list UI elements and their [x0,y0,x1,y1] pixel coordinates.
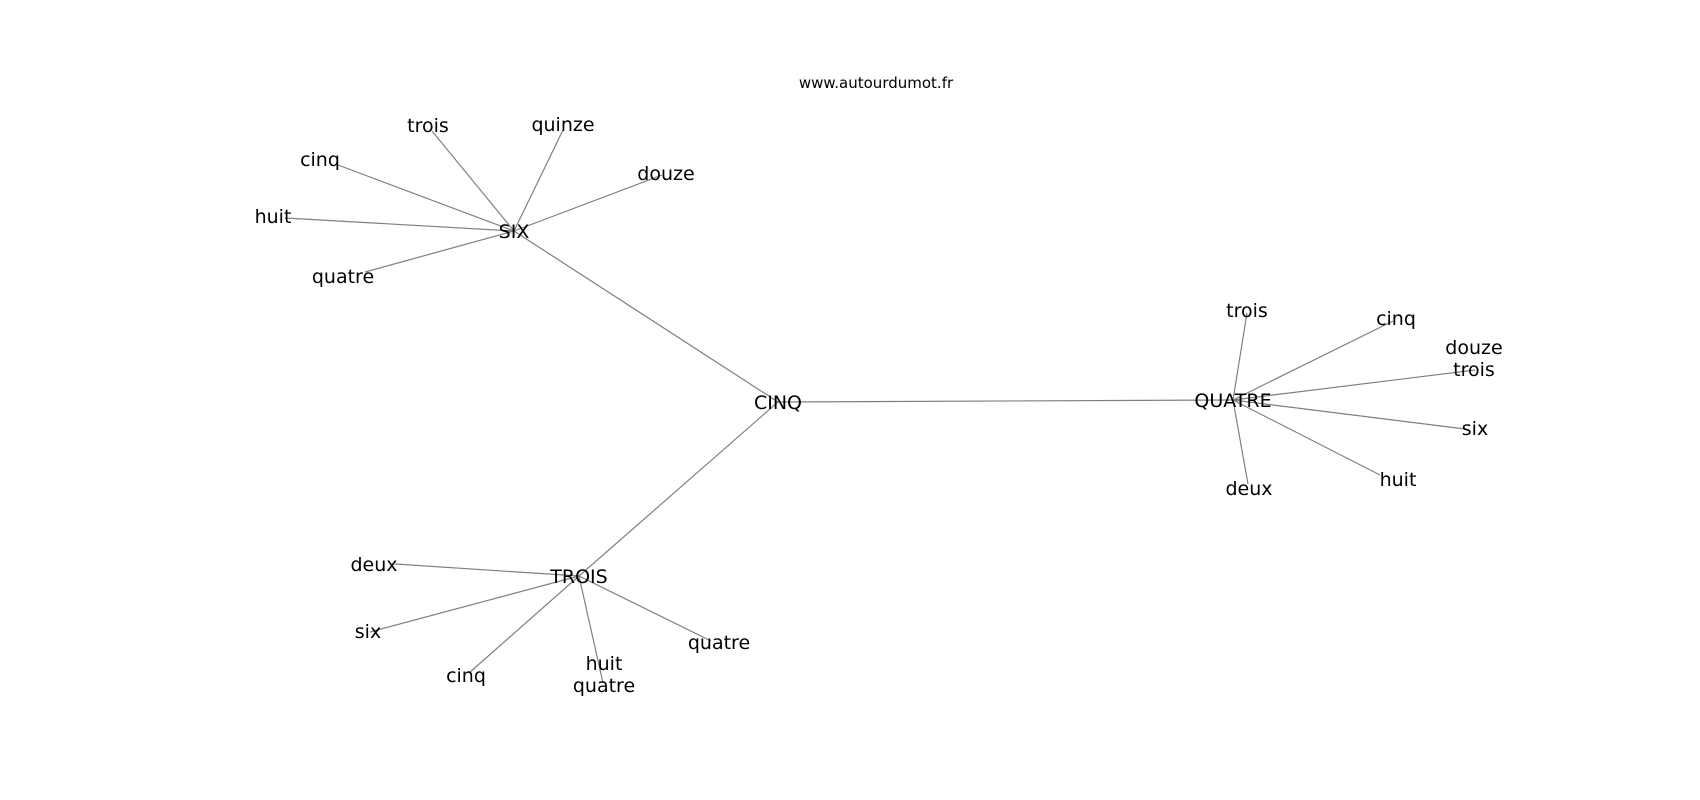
node-label-line: deux [1225,478,1272,500]
node-label-line: cinq [446,665,486,687]
source-watermark: www.autourdumot.fr [799,74,954,92]
edge-quatre-quatre_cinq [1232,320,1394,401]
node-label-trois-six: six [355,621,381,643]
node-label-six-douze: douze [637,163,694,185]
node-label-line: huit [255,206,292,228]
edge-six-six_quatre [364,230,515,273]
node-label-six-trois: trois [407,115,449,137]
node-label-quatre-deux: deux [1225,478,1272,500]
node-label-cinq: CINQ [754,392,802,414]
node-label-line: douze [1445,337,1502,359]
edge-quatre-quatre_huit [1232,399,1381,476]
edge-quatre-quatre_douze_trois [1232,369,1476,401]
edge-cinq-quatre [777,399,1234,403]
node-label-six: SIX [499,221,530,243]
node-label-six-cinq: cinq [300,149,340,171]
node-label-line: quatre [688,632,750,654]
node-label-line: cinq [1376,308,1416,330]
edge-trois-trois_six [369,575,580,633]
edge-six-six_quinze [513,129,564,232]
edge-quatre-quatre_deux [1232,399,1249,485]
edge-six-six_douze [513,174,663,232]
node-label-trois-quatre: quatre [688,632,750,654]
node-label-trois-deux: deux [350,554,397,576]
node-label-line: douze [637,163,694,185]
node-label-line: trois [407,115,449,137]
node-label-quatre-six: six [1462,418,1488,440]
edge-quatre-quatre_trois [1232,312,1248,401]
node-label-line: CINQ [754,392,802,414]
edge-cinq-trois [578,401,779,577]
edge-six-six_huit [284,217,515,232]
node-label-six-quinze: quinze [531,114,594,136]
node-label-line: six [1462,418,1488,440]
edge-trois-trois_quatre [578,575,712,642]
edge-six-six_trois [431,130,515,232]
node-label-six-quatre: quatre [312,266,374,288]
node-label-quatre: QUATRE [1194,390,1271,412]
node-label-line: deux [350,554,397,576]
edge-cinq-six [513,230,779,403]
node-label-six-huit: huit [255,206,292,228]
node-label-line: quinze [531,114,594,136]
node-label-line: trois [1453,359,1495,381]
node-label-quatre-cinq: cinq [1376,308,1416,330]
node-label-line: QUATRE [1194,390,1271,412]
edge-trois-trois_deux [394,563,580,577]
node-label-trois: TROIS [549,566,607,588]
edge-trois-trois_huit_quatre [578,575,604,684]
node-label-quatre-huit: huit [1380,469,1417,491]
node-label-line: quatre [573,675,635,697]
edge-six-six_cinq [337,164,515,232]
node-label-trois-cinq: cinq [446,665,486,687]
node-label-line: cinq [300,149,340,171]
edge-trois-trois_cinq [468,575,580,674]
node-label-line: trois [1226,300,1268,322]
node-label-line: huit [586,653,623,675]
node-label-line: TROIS [549,566,607,588]
node-label-line: SIX [499,221,530,243]
edge-quatre-quatre_six [1232,399,1466,430]
graph-nodes: CINQ SIX QUATRE TROIS trois quinze cinq douze hu… [255,114,1503,697]
graph-edges [284,129,1476,684]
node-label-line: huit [1380,469,1417,491]
node-label-line: six [355,621,381,643]
node-label-line: quatre [312,266,374,288]
node-label-quatre-trois: trois [1226,300,1268,322]
